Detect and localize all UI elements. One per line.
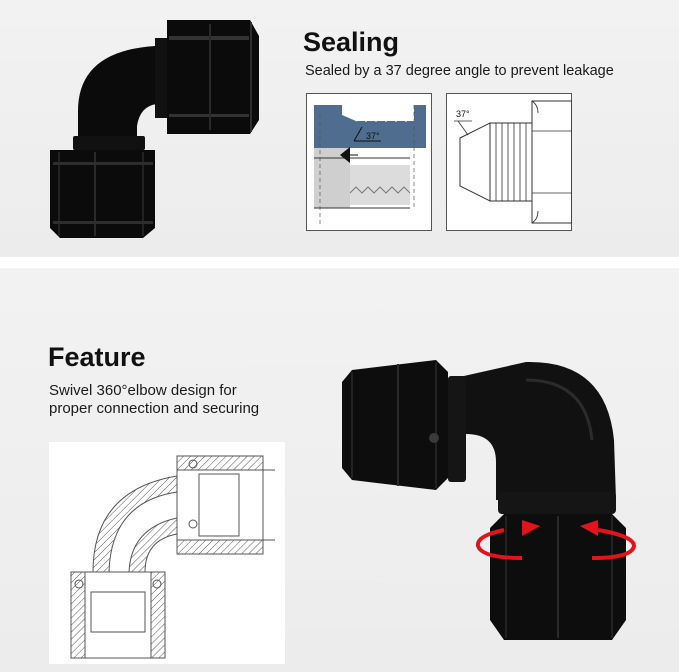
feature-description-line2: proper connection and securing [49, 400, 260, 417]
elbow-fitting-image [50, 20, 259, 238]
flare-fitting-diagram: 37° [446, 93, 572, 231]
feature-title: Feature [48, 342, 146, 372]
swivel-fitting-image [342, 360, 637, 640]
seal-cross-section-diagram: 37° [306, 93, 432, 231]
elbow-cross-section-diagram [49, 442, 285, 664]
sealing-description: Sealed by a 37 degree angle to prevent l… [305, 63, 614, 79]
feature-description-line1: Swivel 360°elbow design for [49, 382, 237, 399]
rotation-arrow-icon [475, 520, 637, 560]
sealing-title: Sealing [303, 27, 400, 57]
angle-label-left: 37° [366, 131, 380, 141]
angle-label-right: 37° [456, 109, 470, 119]
sealing-panel: Sealing Sealed by a 37 degree angle to p… [0, 0, 679, 257]
